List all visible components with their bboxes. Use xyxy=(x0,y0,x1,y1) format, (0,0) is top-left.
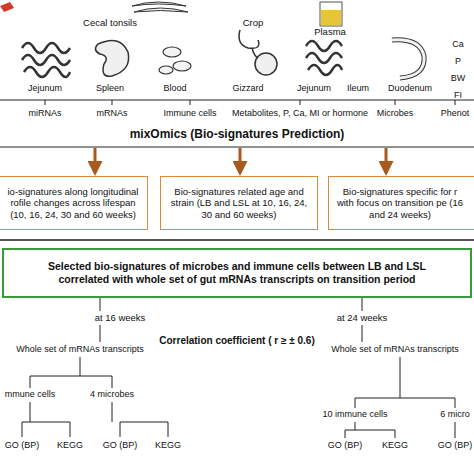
tissue-label: Jejunum xyxy=(28,84,62,94)
tree-line xyxy=(362,298,363,311)
phenotype-label: FI xyxy=(454,91,462,101)
duodenum-illustration xyxy=(392,40,424,78)
tree-line xyxy=(355,357,455,408)
tree-line xyxy=(100,298,101,311)
cecum-illustration xyxy=(134,8,188,12)
tree-label: KEGG xyxy=(155,441,181,451)
tick xyxy=(112,100,113,105)
result-box: Bio-signatures related age and strain (L… xyxy=(160,176,318,230)
data-type-label: mRNAs xyxy=(97,109,128,119)
tree-line xyxy=(22,402,70,437)
summary-box: Selected bio-signatures of microbes and … xyxy=(2,248,472,298)
gizzard-illustration xyxy=(252,48,258,58)
section-heading: mixOmics (Bio-signatures Prediction) xyxy=(130,128,345,141)
divider-line xyxy=(0,239,474,241)
gizzard-illustration xyxy=(255,53,277,75)
tree-line xyxy=(112,402,168,437)
tree-line xyxy=(455,422,456,438)
tick xyxy=(300,100,301,105)
tree-label: 6 micro xyxy=(440,410,470,420)
blood-cell xyxy=(163,47,181,57)
box-text: Bio-signatures related age and strain (L… xyxy=(167,186,311,220)
tree-label: GO (BP) xyxy=(328,441,363,451)
tree-line xyxy=(362,325,363,342)
tree-label: KEGG xyxy=(382,441,408,451)
tree-lines xyxy=(22,298,455,438)
blood-cell xyxy=(173,61,191,71)
tree-label: GO (BP) xyxy=(438,441,473,451)
tree-label: Whole set of mRNAs transcripts xyxy=(331,345,459,355)
tick xyxy=(45,100,46,105)
box-text: Bio-signatures specific for r with focus… xyxy=(335,186,465,220)
box-text: Selected bio-signatures of microbes and … xyxy=(24,260,450,285)
tick xyxy=(190,100,191,105)
plasma-fill xyxy=(321,10,341,25)
tree-label: KEGG xyxy=(57,441,83,451)
down-arrow xyxy=(94,148,97,173)
tree-label: Whole set of mRNAs transcripts xyxy=(16,345,144,355)
tree-label: GO (BP) xyxy=(103,441,138,451)
tissue-label: Gizzard xyxy=(232,84,263,94)
tree-line xyxy=(30,357,112,388)
tree-line xyxy=(345,422,395,438)
box-text: io-signatures along longitudinal rofile … xyxy=(5,186,141,220)
divider-line xyxy=(0,100,474,101)
tree-label: GO (BP) xyxy=(5,441,40,451)
tissue-label: Spleen xyxy=(96,84,124,94)
tissue-label: Jejunum xyxy=(297,84,331,94)
data-type-label: Microbes xyxy=(377,109,414,119)
data-type-label: Metabolites, P, Ca, MI or hormone xyxy=(232,109,368,119)
tree-label: at 24 weeks xyxy=(337,313,388,323)
result-box: io-signatures along longitudinal rofile … xyxy=(0,176,148,230)
jejunum-illustration xyxy=(306,41,342,75)
corner-mark xyxy=(0,2,14,12)
tree-label: mmune cells xyxy=(5,390,56,400)
phenotype-label: BW xyxy=(451,74,466,84)
tree-label: at 16 weeks xyxy=(95,313,146,323)
phenotype-label: P xyxy=(455,57,461,67)
tick-marks xyxy=(45,100,455,105)
tissue-label: Blood xyxy=(163,84,186,94)
cecum-illustration xyxy=(132,2,186,6)
data-type-label: miRNAs xyxy=(29,109,62,119)
jejunum-illustration xyxy=(22,43,70,77)
sample-label: Plasma xyxy=(314,27,346,37)
tissue-label: Duodenum xyxy=(388,84,432,94)
phenotype-label: Ca xyxy=(452,40,464,50)
blood-cell xyxy=(159,66,173,74)
crop-illustration xyxy=(239,30,259,48)
data-type-label: Phenot xyxy=(441,109,470,119)
tree-label: 4 microbes xyxy=(90,390,134,400)
tick xyxy=(395,100,396,105)
tree-label: 10 immune cells xyxy=(322,410,387,420)
tick xyxy=(455,100,456,105)
tissue-label: Ileum xyxy=(347,84,369,94)
tree-label: Correlation coefficient ( r ≥ ± 0.6) xyxy=(159,335,314,346)
down-arrow xyxy=(239,148,242,173)
beaker-illustration xyxy=(320,2,342,26)
tree-line xyxy=(100,325,101,342)
sample-label: Cecal tonsils xyxy=(83,18,137,28)
divider-line xyxy=(0,147,474,148)
sample-label: Crop xyxy=(243,18,264,28)
duodenum-illustration xyxy=(392,40,424,78)
result-box: Bio-signatures specific for r with focus… xyxy=(328,176,474,230)
down-arrow xyxy=(385,148,388,173)
spleen-illustration xyxy=(95,40,128,76)
data-type-label: Immune cells xyxy=(163,109,216,119)
